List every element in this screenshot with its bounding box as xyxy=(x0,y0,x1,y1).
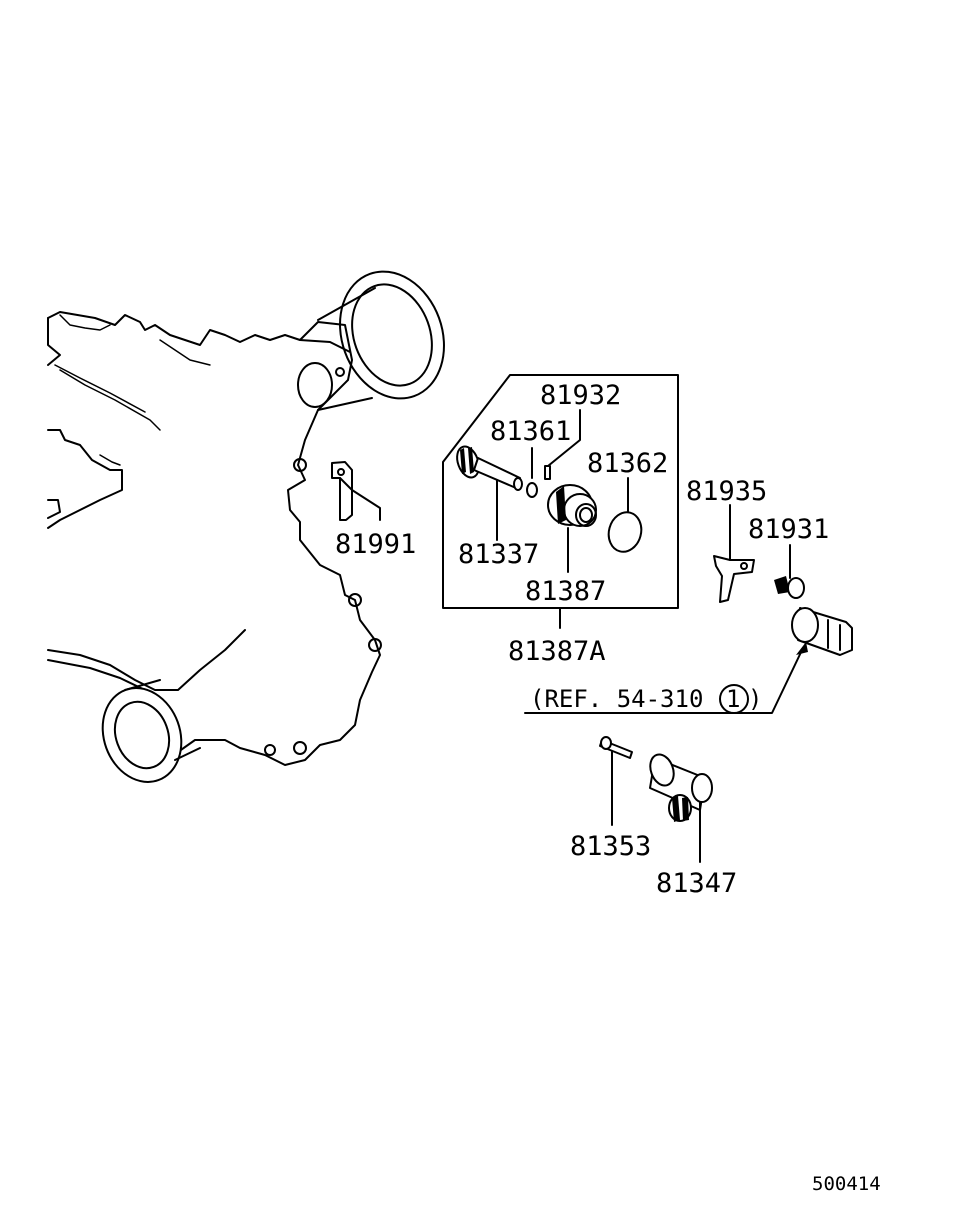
label-81387: 81387 xyxy=(525,576,606,607)
clip-81353 xyxy=(599,736,633,826)
oring-81361 xyxy=(526,447,538,498)
reference-close-paren: ) xyxy=(748,685,762,713)
bracket-81991 xyxy=(331,461,381,521)
transmission-housing xyxy=(47,270,445,783)
driven-gear-81347 xyxy=(649,753,713,863)
bolt-81931 xyxy=(774,544,805,599)
label-81347: 81347 xyxy=(656,868,737,899)
reference-circle xyxy=(719,684,749,714)
ref-arrowhead xyxy=(796,642,808,655)
pin-81932 xyxy=(544,409,581,480)
reference-circled-number: 1 xyxy=(726,685,740,713)
label-81361: 81361 xyxy=(490,416,571,447)
label-81353: 81353 xyxy=(570,831,651,862)
reference-text: (REF. 54-310 xyxy=(530,685,703,713)
ref-leader xyxy=(524,647,804,714)
catalog-id: 500414 xyxy=(812,1173,881,1195)
label-81931: 81931 xyxy=(748,514,829,545)
sleeve-81387 xyxy=(547,484,597,573)
plate-81935 xyxy=(713,504,755,603)
label-81935: 81935 xyxy=(686,476,767,507)
label-81362: 81362 xyxy=(587,448,668,479)
label-81337: 81337 xyxy=(458,539,539,570)
label-81991: 81991 xyxy=(335,529,416,560)
label-81932: 81932 xyxy=(540,380,621,411)
speed-sensor xyxy=(791,607,853,656)
label-81387A: 81387A xyxy=(508,636,606,667)
gear-81337 xyxy=(456,445,523,541)
oring-81362 xyxy=(607,477,643,553)
